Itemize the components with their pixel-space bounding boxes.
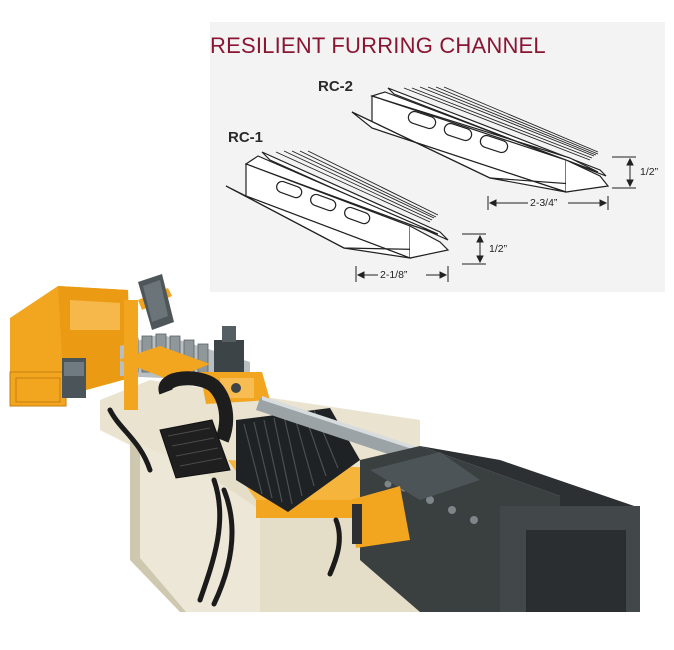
control-panel — [124, 274, 174, 410]
diagram-title: RESILIENT FURRING CHANNEL — [210, 33, 546, 58]
rc2-height-dimension: 1/2” — [640, 166, 659, 178]
machine-left-guard — [9, 286, 130, 407]
rc1-channel-drawing — [225, 150, 450, 259]
rc2-channel-drawing — [351, 86, 610, 193]
front-yellow-guard — [350, 486, 410, 548]
cable-chain — [158, 371, 234, 479]
rc2-dimension-lines — [487, 156, 636, 210]
rc1-label: RC-1 — [228, 129, 264, 146]
hydraulic-hoses — [107, 407, 342, 607]
rc1-height-dimension: 1/2” — [489, 243, 508, 255]
rc1-dimension-lines — [355, 233, 486, 282]
rc1-width-dimension: 2-1/8” — [380, 269, 408, 281]
rc2-width-dimension: 2-3/4” — [530, 197, 558, 209]
rc2-label: RC-2 — [318, 78, 354, 95]
exit-conveyor — [360, 446, 640, 612]
